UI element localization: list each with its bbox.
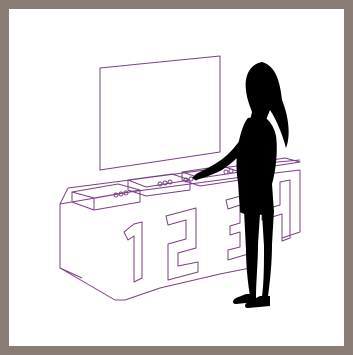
button-dot: [183, 177, 189, 183]
module-block-2-side: [127, 180, 191, 197]
digit-1-outline: [123, 221, 143, 283]
console-front-face: [59, 204, 125, 301]
button-dot: [123, 190, 129, 196]
console-right-bottom: [281, 231, 301, 239]
wall-screen: [99, 55, 221, 171]
button-dot: [162, 180, 168, 186]
digit-2-outline: [165, 207, 199, 281]
button-dot: [157, 181, 163, 187]
person-torso: [236, 116, 277, 215]
button-dot: [113, 192, 119, 198]
console-left-bottom-edge: [59, 267, 83, 279]
person-arm: [192, 134, 250, 180]
person-silhouette: [192, 62, 289, 308]
button-dot: [188, 176, 194, 182]
person-legs: [244, 210, 274, 296]
button-dot: [118, 191, 124, 197]
button-dot: [223, 169, 229, 175]
button-dot: [167, 179, 173, 185]
console-left-top-side: [59, 187, 69, 205]
console-bottom-edge: [124, 267, 251, 301]
person-foot-right: [245, 296, 270, 308]
button-dot: [228, 168, 234, 174]
